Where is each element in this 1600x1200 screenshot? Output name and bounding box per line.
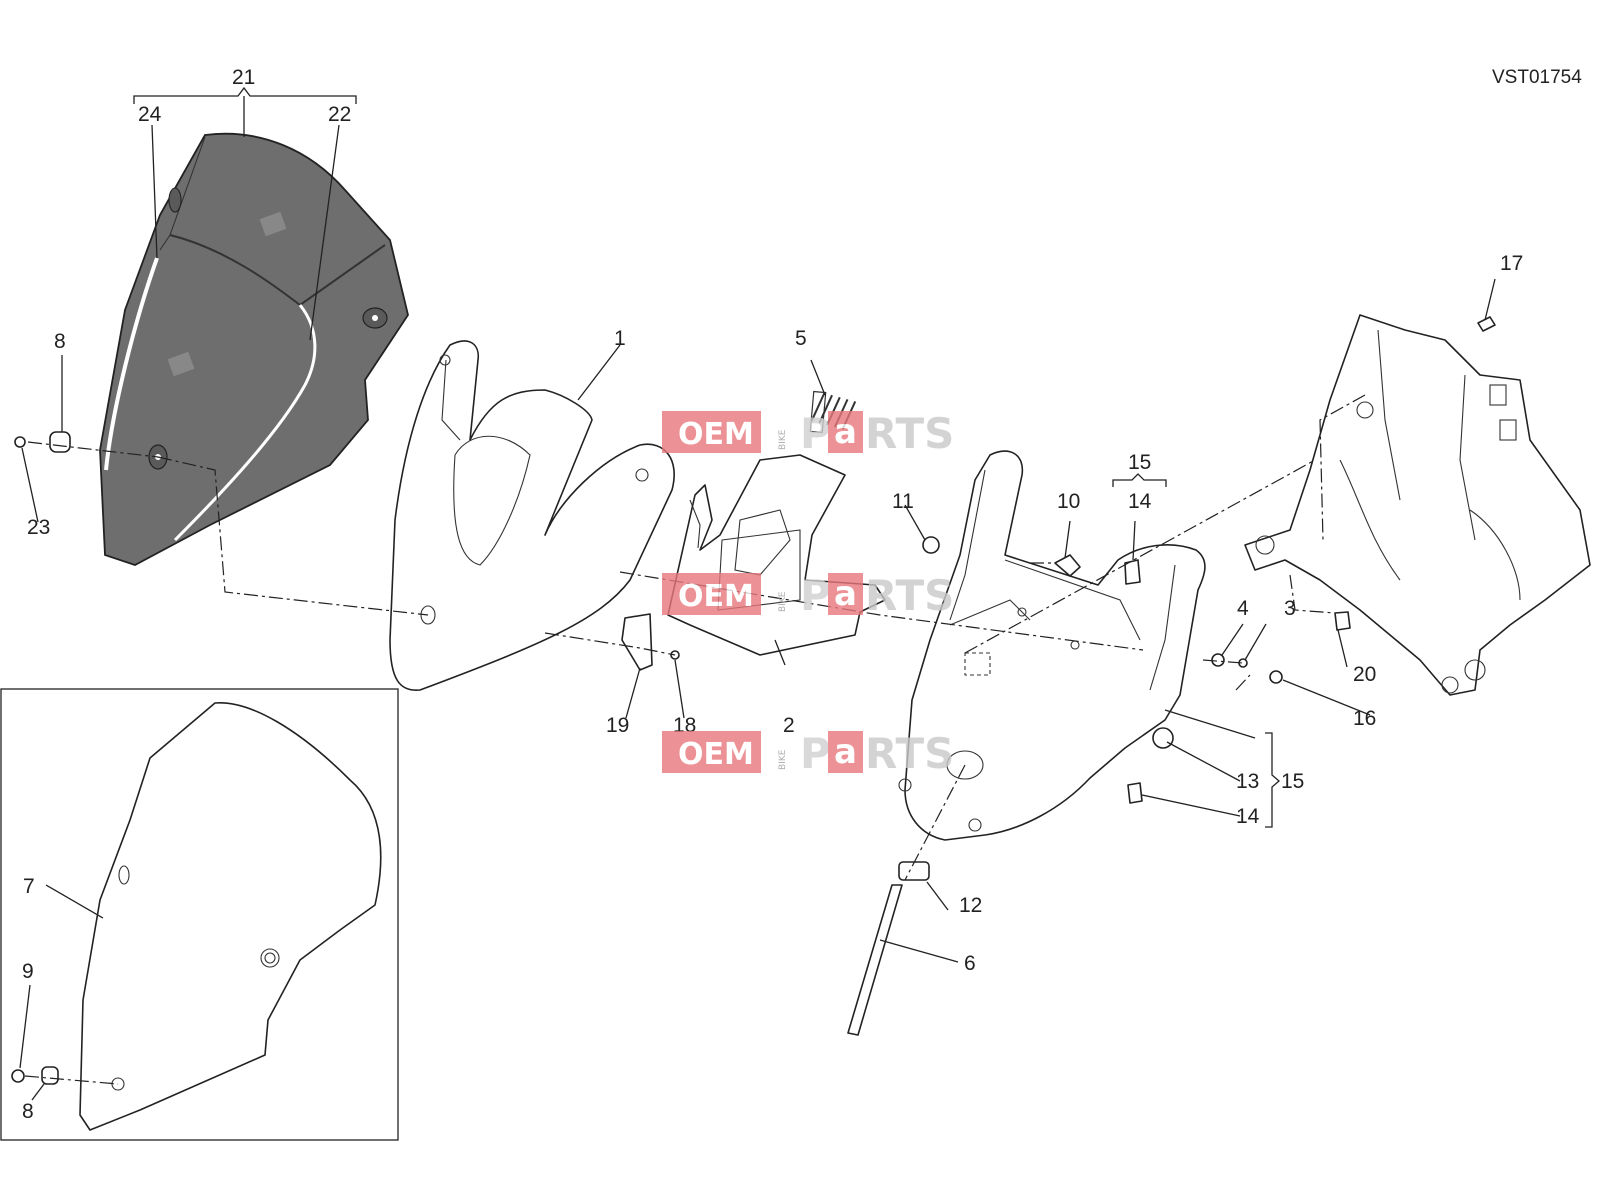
callout-4: 4 bbox=[1237, 597, 1249, 620]
clear-windscreen-inset bbox=[0, 688, 399, 1141]
svg-text:OEM: OEM bbox=[678, 737, 754, 772]
watermark-middle: OEM BIKE P a RTS bbox=[662, 571, 954, 620]
svg-text:RTS: RTS bbox=[865, 571, 954, 620]
svg-text:RTS: RTS bbox=[865, 729, 954, 778]
callout-15-top: 15 bbox=[1128, 451, 1151, 474]
svg-text:BIKE: BIKE bbox=[778, 429, 788, 450]
callout-21: 21 bbox=[232, 66, 255, 89]
callout-9: 9 bbox=[22, 960, 34, 983]
svg-text:OEM: OEM bbox=[678, 579, 754, 614]
callout-1: 1 bbox=[614, 327, 626, 350]
smoked-windscreen bbox=[99, 132, 409, 566]
diagram-code: VST01754 bbox=[1492, 67, 1582, 88]
svg-text:RTS: RTS bbox=[865, 409, 954, 458]
group-bracket-21 bbox=[133, 86, 357, 104]
callout-5: 5 bbox=[795, 327, 807, 350]
watermark-bottom: OEM BIKE P a RTS bbox=[662, 729, 954, 778]
headlight-housing bbox=[898, 450, 1206, 841]
svg-text:P: P bbox=[800, 571, 831, 620]
callout-6: 6 bbox=[964, 952, 976, 975]
callout-19: 19 bbox=[606, 714, 629, 737]
callout-7: 7 bbox=[23, 875, 35, 898]
svg-text:a: a bbox=[834, 732, 857, 772]
callout-22: 22 bbox=[328, 103, 351, 126]
leader-lines bbox=[19, 278, 1496, 1101]
callout-14-bottom: 14 bbox=[1236, 805, 1260, 828]
fairing-support-frame bbox=[1244, 314, 1591, 696]
callout-8-inset: 8 bbox=[22, 1100, 34, 1123]
callout-24: 24 bbox=[138, 103, 162, 126]
callout-17: 17 bbox=[1500, 252, 1523, 275]
callout-2: 2 bbox=[783, 714, 795, 737]
callout-20: 20 bbox=[1353, 663, 1376, 686]
svg-text:P: P bbox=[800, 409, 831, 458]
callout-3: 3 bbox=[1284, 597, 1296, 620]
callout-15-right: 15 bbox=[1281, 770, 1304, 793]
fasteners bbox=[14, 316, 1496, 1036]
svg-text:BIKE: BIKE bbox=[778, 749, 788, 770]
callout-16: 16 bbox=[1353, 707, 1376, 730]
svg-text:P: P bbox=[800, 729, 831, 778]
callout-23: 23 bbox=[27, 516, 50, 539]
callout-14-top: 14 bbox=[1128, 490, 1152, 513]
callout-11: 11 bbox=[892, 490, 914, 513]
svg-text:BIKE: BIKE bbox=[778, 591, 788, 612]
callout-13: 13 bbox=[1236, 770, 1259, 793]
svg-text:a: a bbox=[834, 574, 857, 614]
callout-10: 10 bbox=[1057, 490, 1080, 513]
watermark-top: OEM BIKE P a RTS bbox=[662, 409, 954, 458]
svg-text:a: a bbox=[834, 412, 857, 452]
inner-cover bbox=[667, 454, 886, 656]
callout-12: 12 bbox=[959, 894, 982, 917]
svg-text:OEM: OEM bbox=[678, 417, 754, 452]
callout-8-top: 8 bbox=[54, 330, 66, 353]
